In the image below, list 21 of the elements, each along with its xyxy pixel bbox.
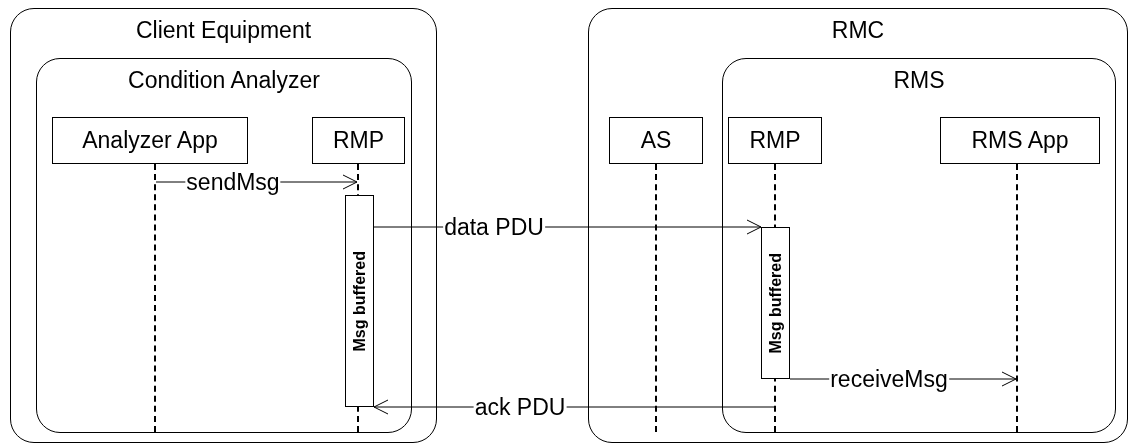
activation-label: Msg buffered: [350, 250, 369, 352]
group-frame: [36, 58, 412, 433]
group-frame: [588, 8, 1128, 443]
participant-box: RMS App: [940, 117, 1100, 164]
participant-box: RMP: [728, 117, 822, 164]
group-title: Condition Analyzer: [127, 67, 321, 94]
participant-box: RMP: [312, 117, 405, 164]
lifeline: [655, 164, 657, 432]
activation-bar: [345, 195, 374, 407]
participant-box: Analyzer App: [52, 117, 248, 164]
message-label: sendMsg: [185, 169, 281, 195]
lifeline: [154, 164, 156, 432]
group-title: Client Equipment: [134, 17, 313, 44]
participant-box: AS: [609, 117, 703, 164]
group-title: RMS: [892, 67, 946, 94]
lifeline: [1016, 164, 1018, 432]
message-label: receiveMsg: [829, 366, 949, 392]
activation-bar: [761, 227, 790, 379]
group-title: RMC: [830, 17, 886, 44]
group-frame: [10, 8, 437, 443]
activation-label: Msg buffered: [766, 252, 785, 354]
